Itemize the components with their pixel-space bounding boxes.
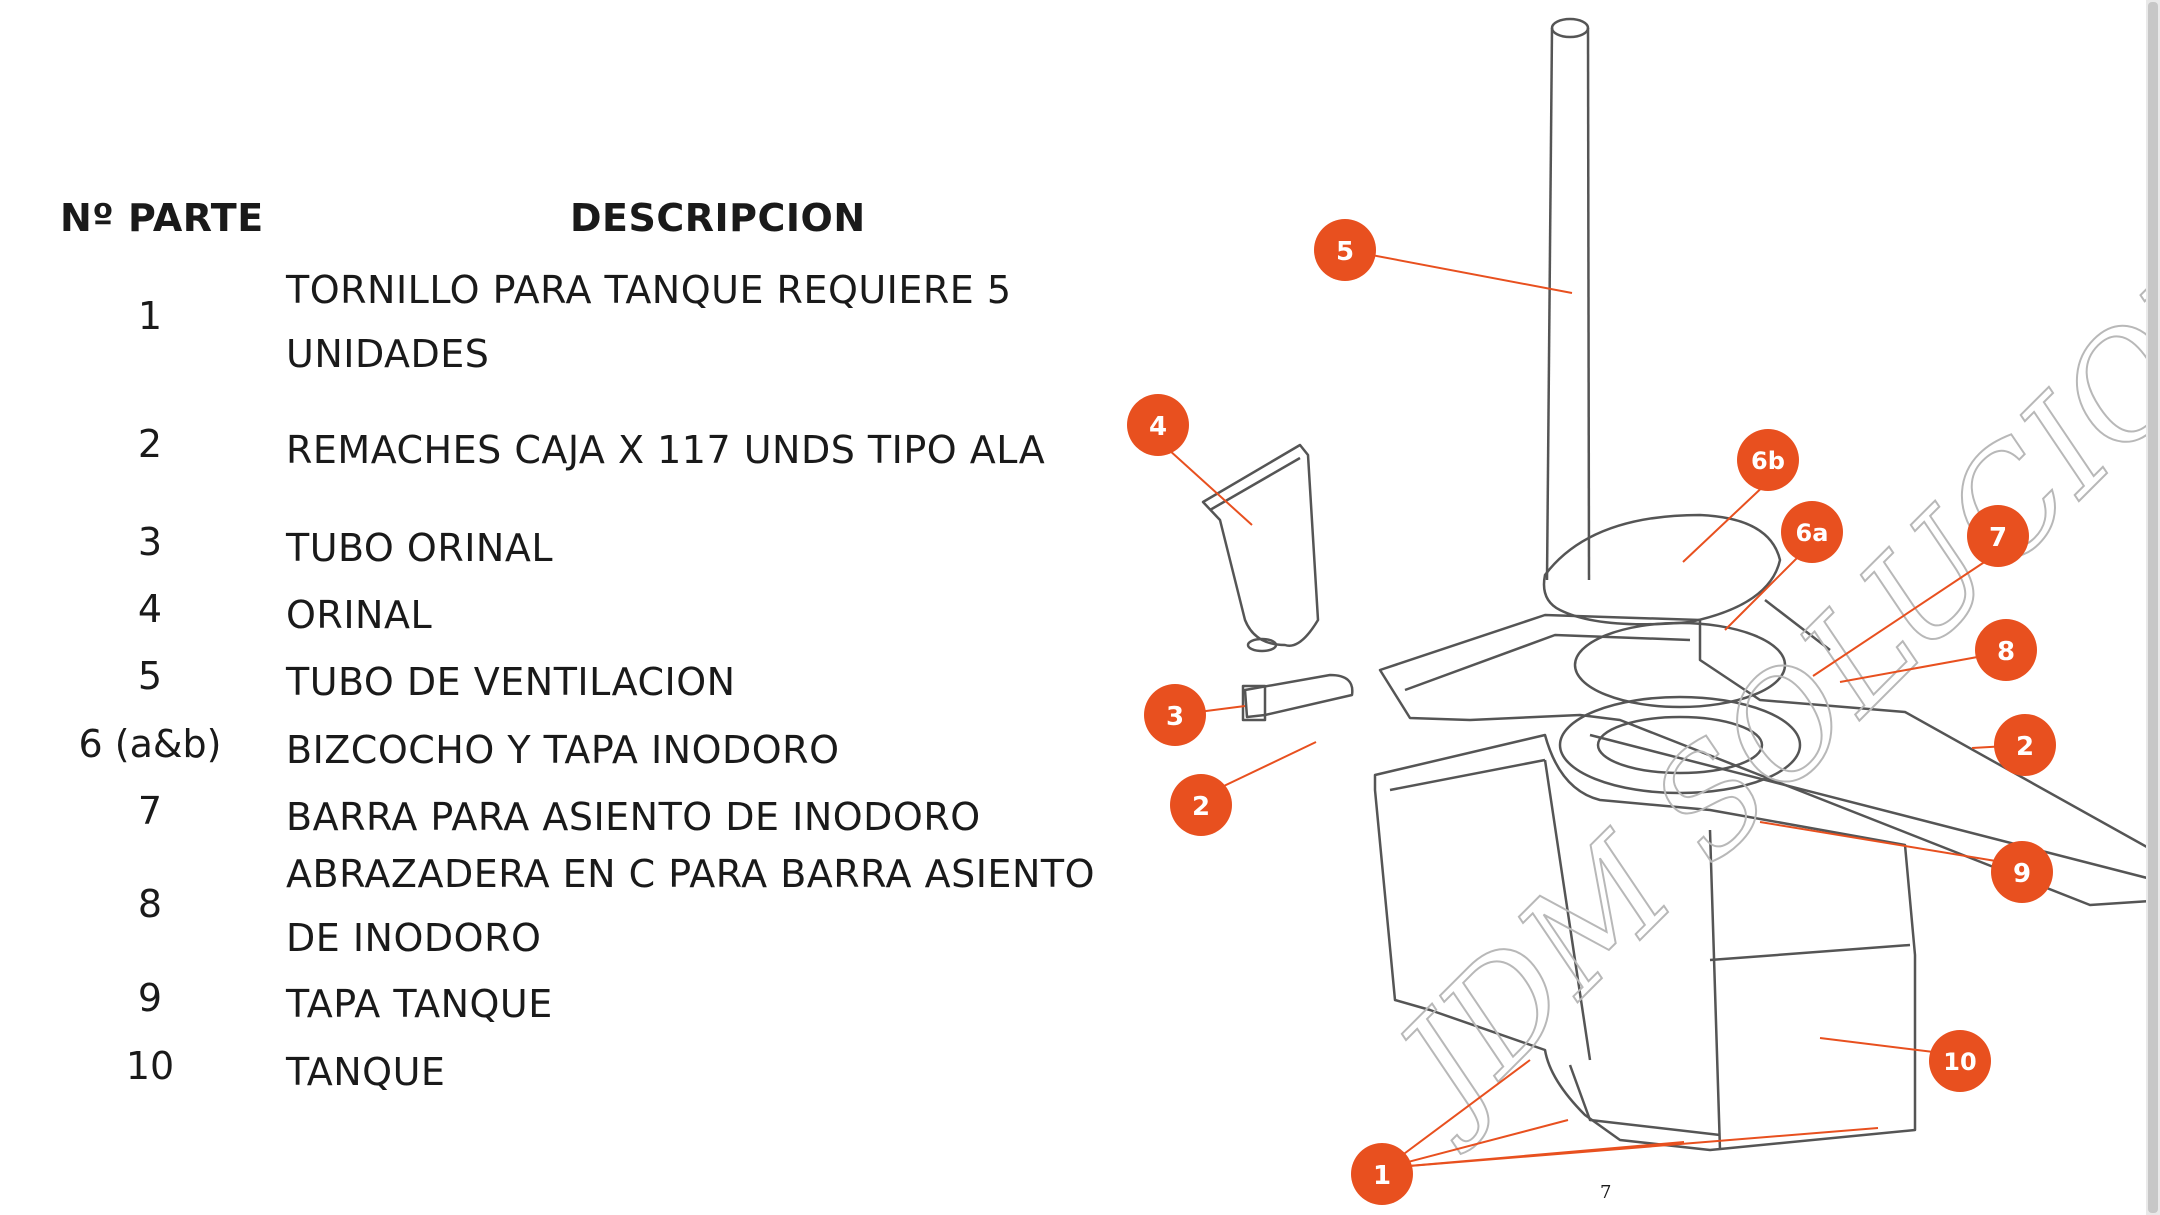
toilet-bowl-rim: [1558, 695, 1802, 795]
table-row: 10 TANQUE: [0, 1040, 1120, 1104]
urinal-drain: [1246, 637, 1278, 653]
toilet-lid: [1542, 513, 1782, 626]
part-description: TUBO ORINAL: [286, 526, 554, 570]
tank-front-left: [1543, 759, 1592, 1061]
callout-2-right: 2: [1994, 714, 2056, 776]
part-number: 9: [137, 976, 163, 1020]
callout-7: 7: [1967, 505, 2029, 567]
tank-body-top: [1389, 758, 1546, 792]
leader-line-5: [1344, 249, 1573, 294]
svg-text:1: 1: [1373, 1161, 1391, 1191]
leader-line-7: [1812, 552, 1999, 677]
vent-pipe-top: [1550, 17, 1590, 39]
part-number: 10: [125, 1044, 175, 1088]
tank-front-right: [1708, 829, 1722, 1151]
tank-seam: [1709, 943, 1911, 962]
part-description: REMACHES CAJA X 117 UNDS TIPO ALA: [286, 428, 1046, 472]
urinal-body: [1201, 443, 1320, 647]
part-description: TANQUE: [286, 1050, 446, 1094]
callouts: 5 4 6b 6a 7 8: [1127, 219, 2056, 1205]
urinal-tube: [1243, 673, 1354, 719]
part-description: BIZCOCHO Y TAPA INODORO: [286, 728, 840, 772]
vertical-scrollbar[interactable]: [2146, 0, 2160, 1215]
callout-9: 9: [1991, 841, 2053, 903]
leader-line-1b: [1384, 1119, 1569, 1169]
watermark-text: JDM SOLUCIONES SAS: [1352, 0, 2160, 1161]
vent-pipe-left: [1545, 27, 1554, 581]
callout-8: 8: [1975, 619, 2037, 681]
callout-10: 10: [1929, 1030, 1991, 1092]
leader-line-6b: [1682, 479, 1771, 563]
svg-text:2: 2: [2016, 732, 2034, 762]
tank-body: [1373, 733, 1917, 1152]
table-row: 9 TAPA TANQUE: [0, 972, 1120, 1036]
part-number: 5: [137, 654, 163, 698]
part-description: TUBO DE VENTILACION: [286, 660, 736, 704]
part-description: TAPA TANQUE: [286, 982, 553, 1026]
table-row: 7 BARRA PARA ASIENTO DE INODORO: [0, 785, 1120, 849]
part-description: ABRAZADERA EN C PARA BARRA ASIENTO DE IN…: [286, 852, 1095, 960]
svg-text:6a: 6a: [1796, 519, 1829, 547]
part-description: BARRA PARA ASIENTO DE INODORO: [286, 795, 981, 839]
callout-6b: 6b: [1737, 429, 1799, 491]
table-row: 4 ORINAL: [0, 583, 1120, 647]
svg-text:5: 5: [1336, 237, 1354, 267]
leader-line-4: [1157, 439, 1253, 526]
seat-bar: [1764, 599, 1831, 651]
scrollbar-thumb[interactable]: [2148, 2, 2158, 1213]
callout-3: 3: [1144, 684, 1206, 746]
urinal-tube-end: [1241, 684, 1267, 722]
part-number: 4: [137, 587, 163, 631]
svg-text:9: 9: [2013, 859, 2031, 889]
part-number: 6 (a&b): [78, 722, 222, 766]
svg-text:8: 8: [1997, 637, 2015, 667]
toilet-bowl-opening: [1596, 715, 1764, 775]
svg-text:10: 10: [1943, 1048, 1976, 1076]
callout-4: 4: [1127, 394, 1189, 456]
callout-5: 5: [1314, 219, 1376, 281]
vent-pipe-right: [1586, 27, 1591, 581]
leader-line-6a: [1724, 544, 1811, 631]
part-number: 1: [137, 294, 163, 338]
tank-base: [1568, 1064, 1721, 1137]
leader-line-9: [1759, 821, 2021, 866]
exploded-diagram: JDM SOLUCIONES SAS 5: [1127, 0, 2160, 1205]
callout-1: 1: [1351, 1143, 1413, 1205]
part-number: 7: [137, 789, 163, 833]
unit-drawing: [1201, 17, 2160, 1152]
header-description: DESCRIPCION: [570, 196, 866, 240]
part-number: 3: [137, 520, 163, 564]
part-description: TORNILLO PARA TANQUE REQUIERE 5 UNIDADES: [286, 268, 1012, 376]
table-row: 5 TUBO DE VENTILACION: [0, 650, 1120, 714]
leader-line-1a: [1384, 1059, 1531, 1169]
urinal-rim: [1209, 456, 1301, 512]
table-row: 2 REMACHES CAJA X 117 UNDS TIPO ALA: [0, 418, 1120, 482]
tank-cover: [1378, 613, 2160, 907]
table-row: 1 TORNILLO PARA TANQUE REQUIERE 5 UNIDAD…: [0, 258, 1120, 378]
part-number: 2: [137, 422, 163, 466]
page-number: 7: [1600, 1182, 1612, 1203]
tank-cover-edge: [1589, 733, 2156, 882]
svg-text:6b: 6b: [1751, 447, 1785, 475]
table-row: 6 (a&b) BIZCOCHO Y TAPA INODORO: [0, 718, 1120, 782]
table-row: 8 ABRAZADERA EN C PARA BARRA ASIENTO DE …: [0, 842, 1120, 970]
part-number: 8: [137, 882, 163, 926]
table-row: 3 TUBO ORINAL: [0, 516, 1120, 580]
svg-text:3: 3: [1166, 702, 1184, 732]
part-description: ORINAL: [286, 593, 433, 637]
leader-line-1d: [1384, 1127, 1879, 1169]
callout-2-left: 2: [1170, 774, 1232, 836]
callout-6a: 6a: [1781, 501, 1843, 563]
svg-text:2: 2: [1192, 792, 1210, 822]
tank-cover-inner: [1404, 633, 1691, 692]
svg-text:7: 7: [1989, 523, 2007, 553]
svg-text:4: 4: [1149, 412, 1167, 442]
header-part-number: Nº PARTE: [60, 196, 264, 240]
